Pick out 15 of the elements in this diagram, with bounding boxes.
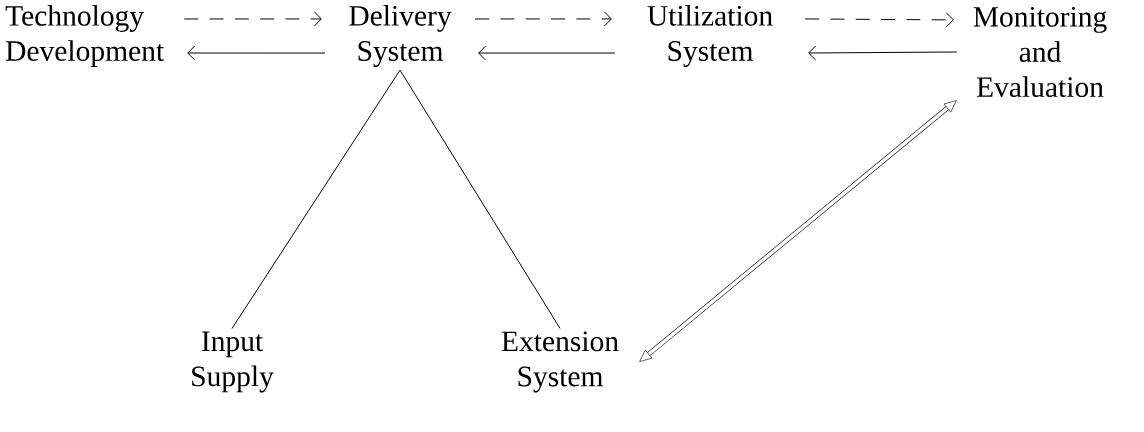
arrow	[808, 45, 958, 61]
arrow	[183, 11, 322, 27]
double-arrow	[639, 100, 957, 362]
arrow	[474, 11, 612, 27]
connector-line	[399, 69, 561, 329]
connector-line	[231, 69, 401, 329]
arrow	[187, 45, 326, 61]
node-label: Input Supply	[192, 331, 274, 393]
node-label: Technology Development	[5, 5, 164, 67]
node-label: Extension System	[501, 331, 619, 393]
arrow	[804, 12, 954, 28]
node-label: Utilization System	[647, 5, 773, 67]
node-label: Delivery System	[349, 5, 452, 67]
arrow	[478, 45, 616, 61]
node-label: Monitoring and Evaluation	[973, 6, 1107, 98]
